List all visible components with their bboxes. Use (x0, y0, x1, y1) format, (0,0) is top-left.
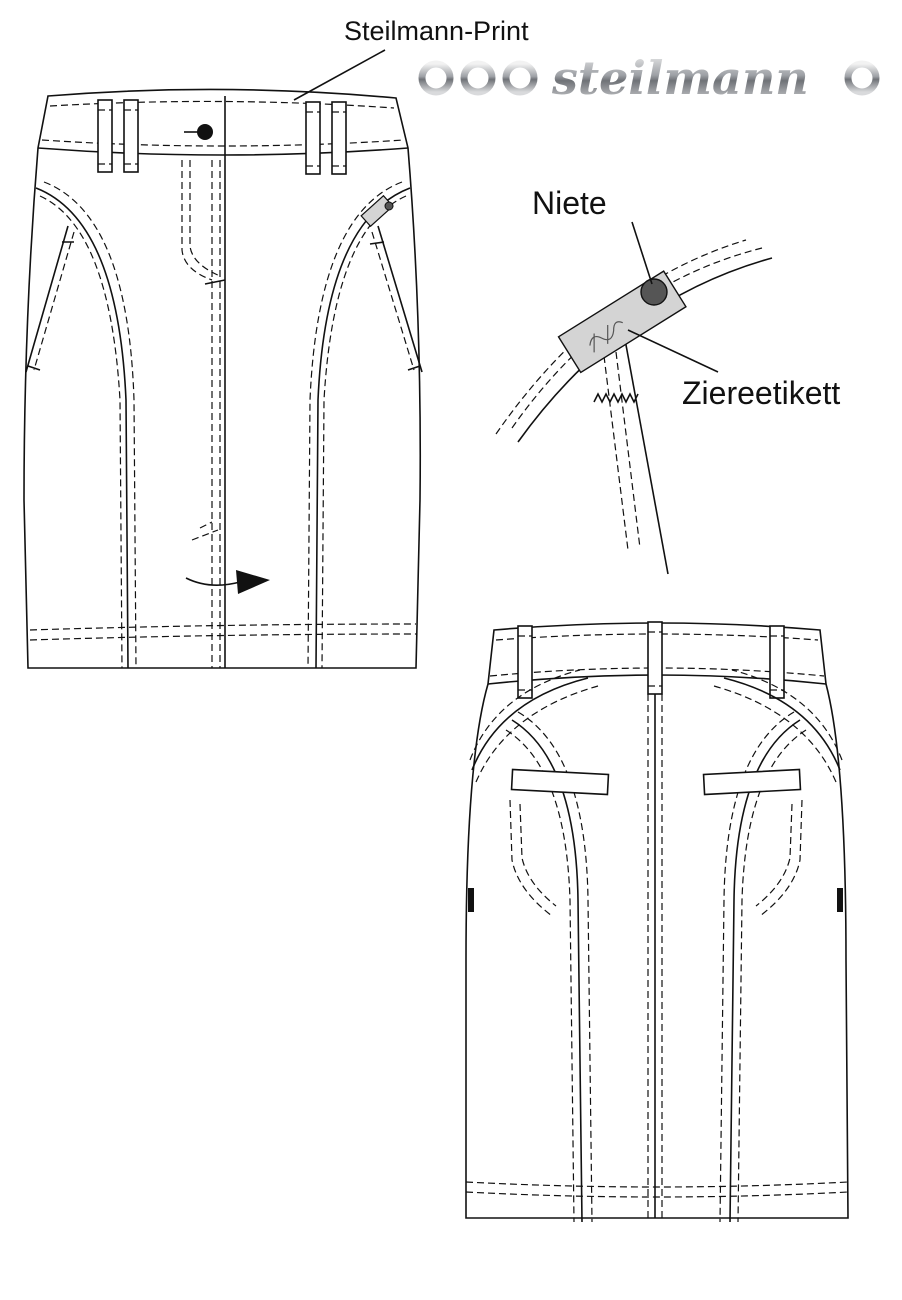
overlap-arrow-icon (236, 570, 270, 594)
tag-label: Ziereetikett (682, 375, 840, 411)
detail-deco-tag (557, 270, 687, 374)
back-skirt-outline (465, 622, 849, 1219)
steilmann-logo: steilmann (418, 51, 880, 105)
front-rivet (384, 201, 394, 211)
front-deco-tag (360, 194, 394, 228)
side-mark-right (837, 888, 843, 912)
front-button (197, 124, 213, 140)
rivet-leader-line (631, 221, 653, 285)
front-skirt (23, 88, 423, 669)
side-mark-left (468, 888, 474, 912)
detail-rivet (640, 278, 668, 306)
back-pocket-flap-left (510, 768, 610, 796)
front-skirt-outline (23, 88, 422, 669)
back-pocket-flap-right (702, 768, 802, 796)
tag-leader-line (627, 329, 719, 373)
rivet-label: Niete (532, 185, 607, 221)
bartack-zigzag (593, 392, 639, 404)
back-skirt (465, 621, 849, 1223)
print-label: Steilmann-Print (344, 16, 529, 46)
logo-text: steilmann (551, 51, 809, 105)
detail-view: Niete Ziereetikett (495, 185, 840, 575)
